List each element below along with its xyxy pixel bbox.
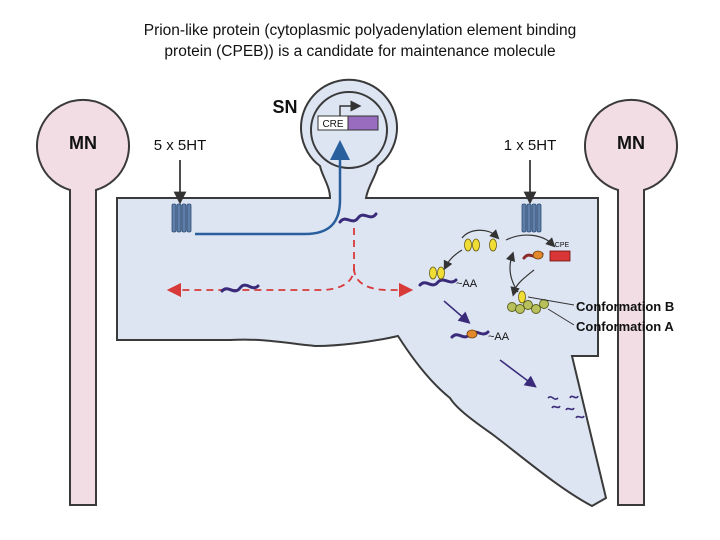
right-motor-neuron: MN (584, 98, 678, 506)
conformation-a-label: Conformation A (576, 319, 674, 334)
right-stimulus-label: 1 x 5HT (504, 137, 557, 154)
cpe-label: CPE (555, 242, 570, 249)
right-motor-neuron-label: MN (617, 133, 645, 153)
serotonin-receptor-icon (521, 203, 542, 233)
sensory-neuron-body (116, 78, 608, 508)
mrna-strand-icon (418, 278, 458, 287)
cpeb-protein-icon (489, 238, 497, 252)
cre-label: CRE (322, 119, 343, 130)
title-line-2: protein (CPEB)) is a candidate for maint… (164, 43, 556, 60)
cpeb-protein-icon (518, 290, 526, 304)
cpeb-protein-icon (466, 329, 478, 339)
cpeb-protein-icon (429, 266, 445, 280)
mrna-strand-icon (338, 212, 378, 224)
cre-promoter: CRE (317, 100, 379, 131)
cpeb-aggregate-icon (507, 299, 549, 314)
mrna-distribution-arrows (166, 228, 414, 298)
left-stimulus-label: 5 x 5HT (154, 137, 207, 154)
transcription-start-arrow (339, 100, 362, 116)
retrograde-signal-arrow (195, 140, 350, 236)
polya-label-1: ~AA (456, 278, 478, 290)
cpeb-cycle-arrows (443, 229, 556, 297)
mrna-strand-icon (220, 283, 260, 293)
conformation-b-leader (527, 296, 575, 306)
conformation-a-leader (547, 308, 575, 326)
slide-title: Prion-like protein (cytoplasmic polyaden… (60, 20, 660, 62)
left-motor-neuron: MN (36, 98, 130, 506)
translated-protein-squiggles (547, 395, 585, 419)
local-translation-arrow (499, 359, 537, 388)
sensory-neuron-label: SN (272, 97, 297, 117)
cpeb-protein-icon (464, 238, 480, 252)
title-line-1: Prion-like protein (cytoplasmic polyaden… (143, 22, 577, 39)
conformation-b-label: Conformation B (576, 299, 674, 314)
left-motor-neuron-label: MN (69, 133, 97, 153)
cpe-element: CPE (522, 242, 571, 262)
polya-label-2: ~AA (488, 331, 510, 343)
translation-arrow (443, 300, 471, 324)
serotonin-receptor-icon (171, 203, 192, 233)
